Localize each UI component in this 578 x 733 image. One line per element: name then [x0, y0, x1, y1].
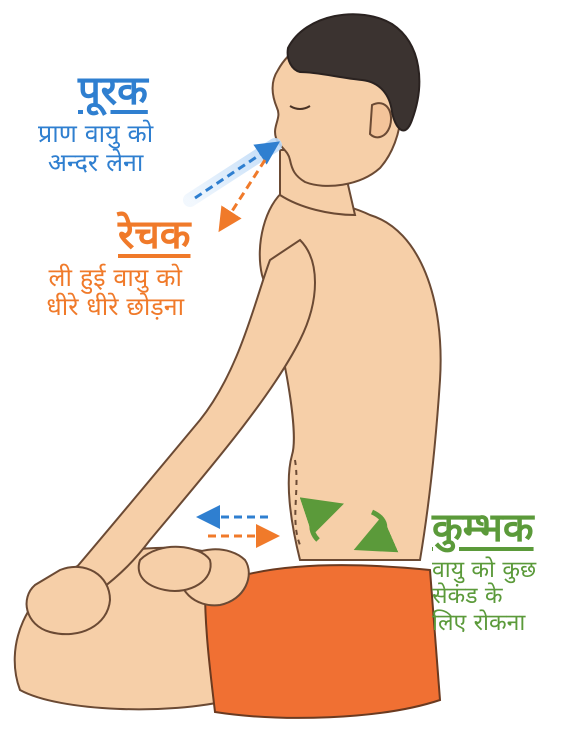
puraka-title: पूरक: [78, 68, 153, 114]
rechaka-line-1: ली हुई वायु को: [40, 264, 190, 293]
rechaka-title: रेचक: [118, 212, 190, 258]
kumbhaka-line-1: वायु को कुछ: [432, 557, 536, 583]
rechaka-label-group: रेचक ली हुई वायु को धीरे धीरे छोड़ना: [40, 212, 190, 322]
torso: [260, 190, 441, 560]
puraka-line-2: अन्दर लेना: [38, 149, 153, 178]
kumbhaka-line-3: लिए रोकना: [432, 610, 536, 636]
foot-2: [139, 547, 211, 591]
puraka-label-group: पूरक प्राण वायु को अन्दर लेना: [38, 68, 153, 178]
rechaka-line-2: धीरे धीरे छोड़ना: [40, 293, 190, 322]
ear: [370, 103, 391, 137]
rechaka-description: ली हुई वायु को धीरे धीरे छोड़ना: [40, 264, 190, 322]
kumbhaka-title: कुम्भक: [432, 505, 536, 551]
kumbhaka-label-group: कुम्भक वायु को कुछ सेकंड के लिए रोकना: [432, 505, 536, 636]
kumbhaka-line-2: सेकंड के: [432, 583, 536, 609]
kumbhaka-description: वायु को कुछ सेकंड के लिए रोकना: [432, 557, 536, 636]
puraka-description: प्राण वायु को अन्दर लेना: [38, 120, 153, 178]
puraka-line-1: प्राण वायु को: [38, 120, 153, 149]
hand: [27, 567, 110, 634]
